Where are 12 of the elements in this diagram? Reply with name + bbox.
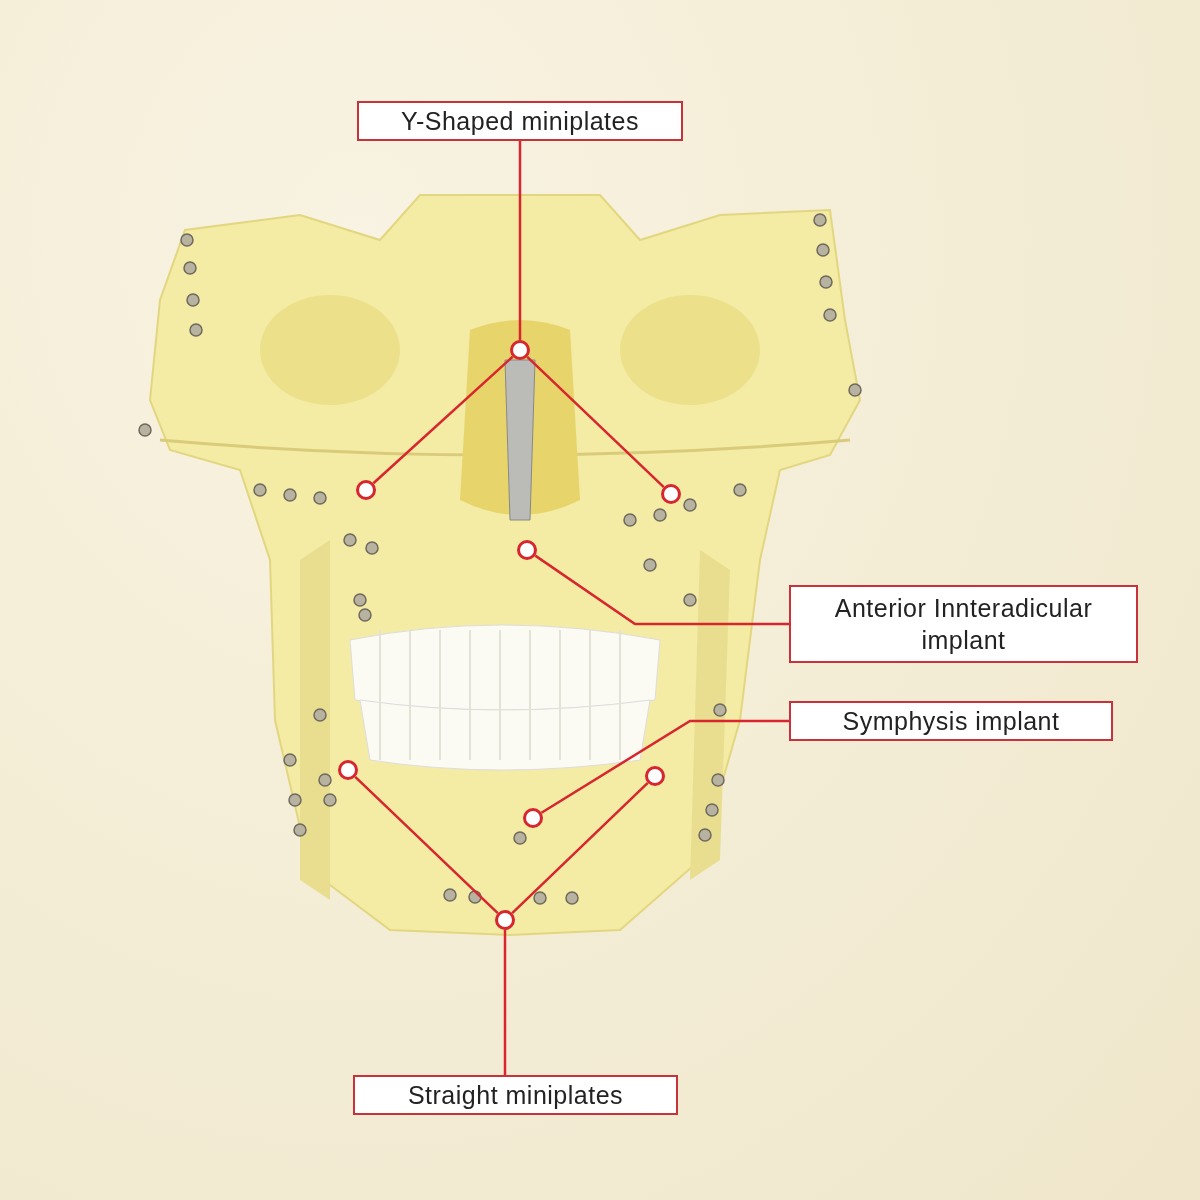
label-box: Symphysis implant [789, 701, 1113, 741]
leader-line [518, 141, 522, 340]
leader-line [354, 776, 499, 914]
leader-line [534, 554, 789, 626]
leader-line [503, 930, 507, 1077]
label-box: Straight miniplates [353, 1075, 678, 1115]
leader-line [540, 719, 789, 814]
leader-line [372, 355, 514, 485]
label-box: Y-Shaped miniplates [357, 101, 683, 141]
leader-line [526, 356, 665, 488]
leader-line [511, 782, 649, 914]
label-box: Anterior Innteradicular implant [789, 585, 1138, 663]
